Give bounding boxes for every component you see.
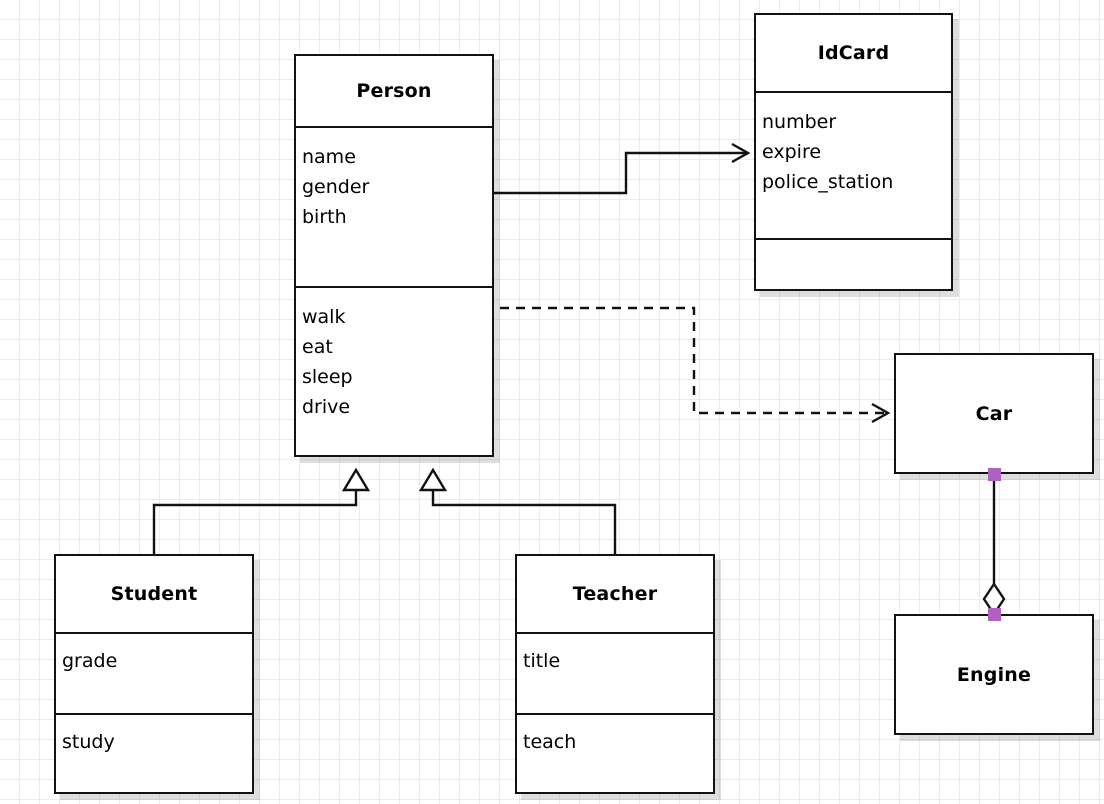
- class-operations-student: study: [56, 713, 252, 794]
- edge-path: [500, 306, 888, 415]
- class-title-engine: Engine: [956, 663, 1032, 686]
- attribute-item: birth: [302, 206, 347, 228]
- generalization-triangle: [418, 467, 448, 492]
- edge-path: [431, 490, 617, 554]
- uml-class-engine[interactable]: Engine: [894, 614, 1094, 735]
- relationship-car-engine[interactable]: [982, 474, 1006, 617]
- edge-path: [152, 490, 358, 554]
- operation-item: sleep: [302, 366, 353, 388]
- class-attributes-person: name gender birth: [296, 126, 492, 286]
- relationship-student-person[interactable]: [152, 467, 371, 554]
- class-operations-teacher: teach: [517, 713, 713, 794]
- attribute-item: police_station: [762, 171, 894, 193]
- class-title-car: Car: [975, 402, 1013, 425]
- open-arrowhead: [871, 402, 891, 424]
- attribute-item: title: [523, 650, 561, 672]
- operation-item: drive: [302, 396, 351, 418]
- class-title-person: Person: [356, 80, 432, 102]
- selection-handle[interactable]: [988, 608, 1001, 621]
- uml-class-idcard[interactable]: IdCard number expire police_station: [754, 13, 953, 291]
- attribute-item: name: [302, 146, 356, 168]
- open-arrowhead: [731, 142, 751, 164]
- uml-class-car[interactable]: Car: [894, 353, 1094, 474]
- attribute-item: grade: [62, 650, 118, 672]
- attribute-item: gender: [302, 176, 370, 198]
- class-title-teacher: Teacher: [572, 583, 658, 605]
- generalization-triangle: [341, 467, 371, 492]
- relationship-person-idcard[interactable]: [494, 142, 751, 195]
- attribute-item: number: [762, 111, 837, 133]
- operation-item: study: [62, 731, 115, 753]
- relationship-teacher-person[interactable]: [418, 467, 617, 554]
- uml-class-student[interactable]: Student grade study: [54, 554, 254, 794]
- uml-class-teacher[interactable]: Teacher title teach: [515, 554, 715, 794]
- operation-item: walk: [302, 306, 346, 328]
- class-attributes-teacher: title: [517, 632, 713, 713]
- class-attributes-student: grade: [56, 632, 252, 713]
- class-attributes-idcard: number expire police_station: [756, 91, 951, 238]
- uml-class-person[interactable]: Person name gender birth walk eat sleep drive: [294, 54, 494, 457]
- operation-item: teach: [523, 731, 577, 753]
- attribute-item: expire: [762, 141, 822, 163]
- class-operations-idcard: [756, 238, 951, 289]
- class-title-idcard: IdCard: [817, 42, 890, 64]
- relationship-person-car[interactable]: [500, 306, 891, 424]
- selection-handle[interactable]: [988, 468, 1001, 481]
- edge-path: [494, 151, 748, 195]
- class-title-student: Student: [110, 583, 198, 605]
- operation-item: eat: [302, 336, 333, 358]
- class-operations-person: walk eat sleep drive: [296, 286, 492, 455]
